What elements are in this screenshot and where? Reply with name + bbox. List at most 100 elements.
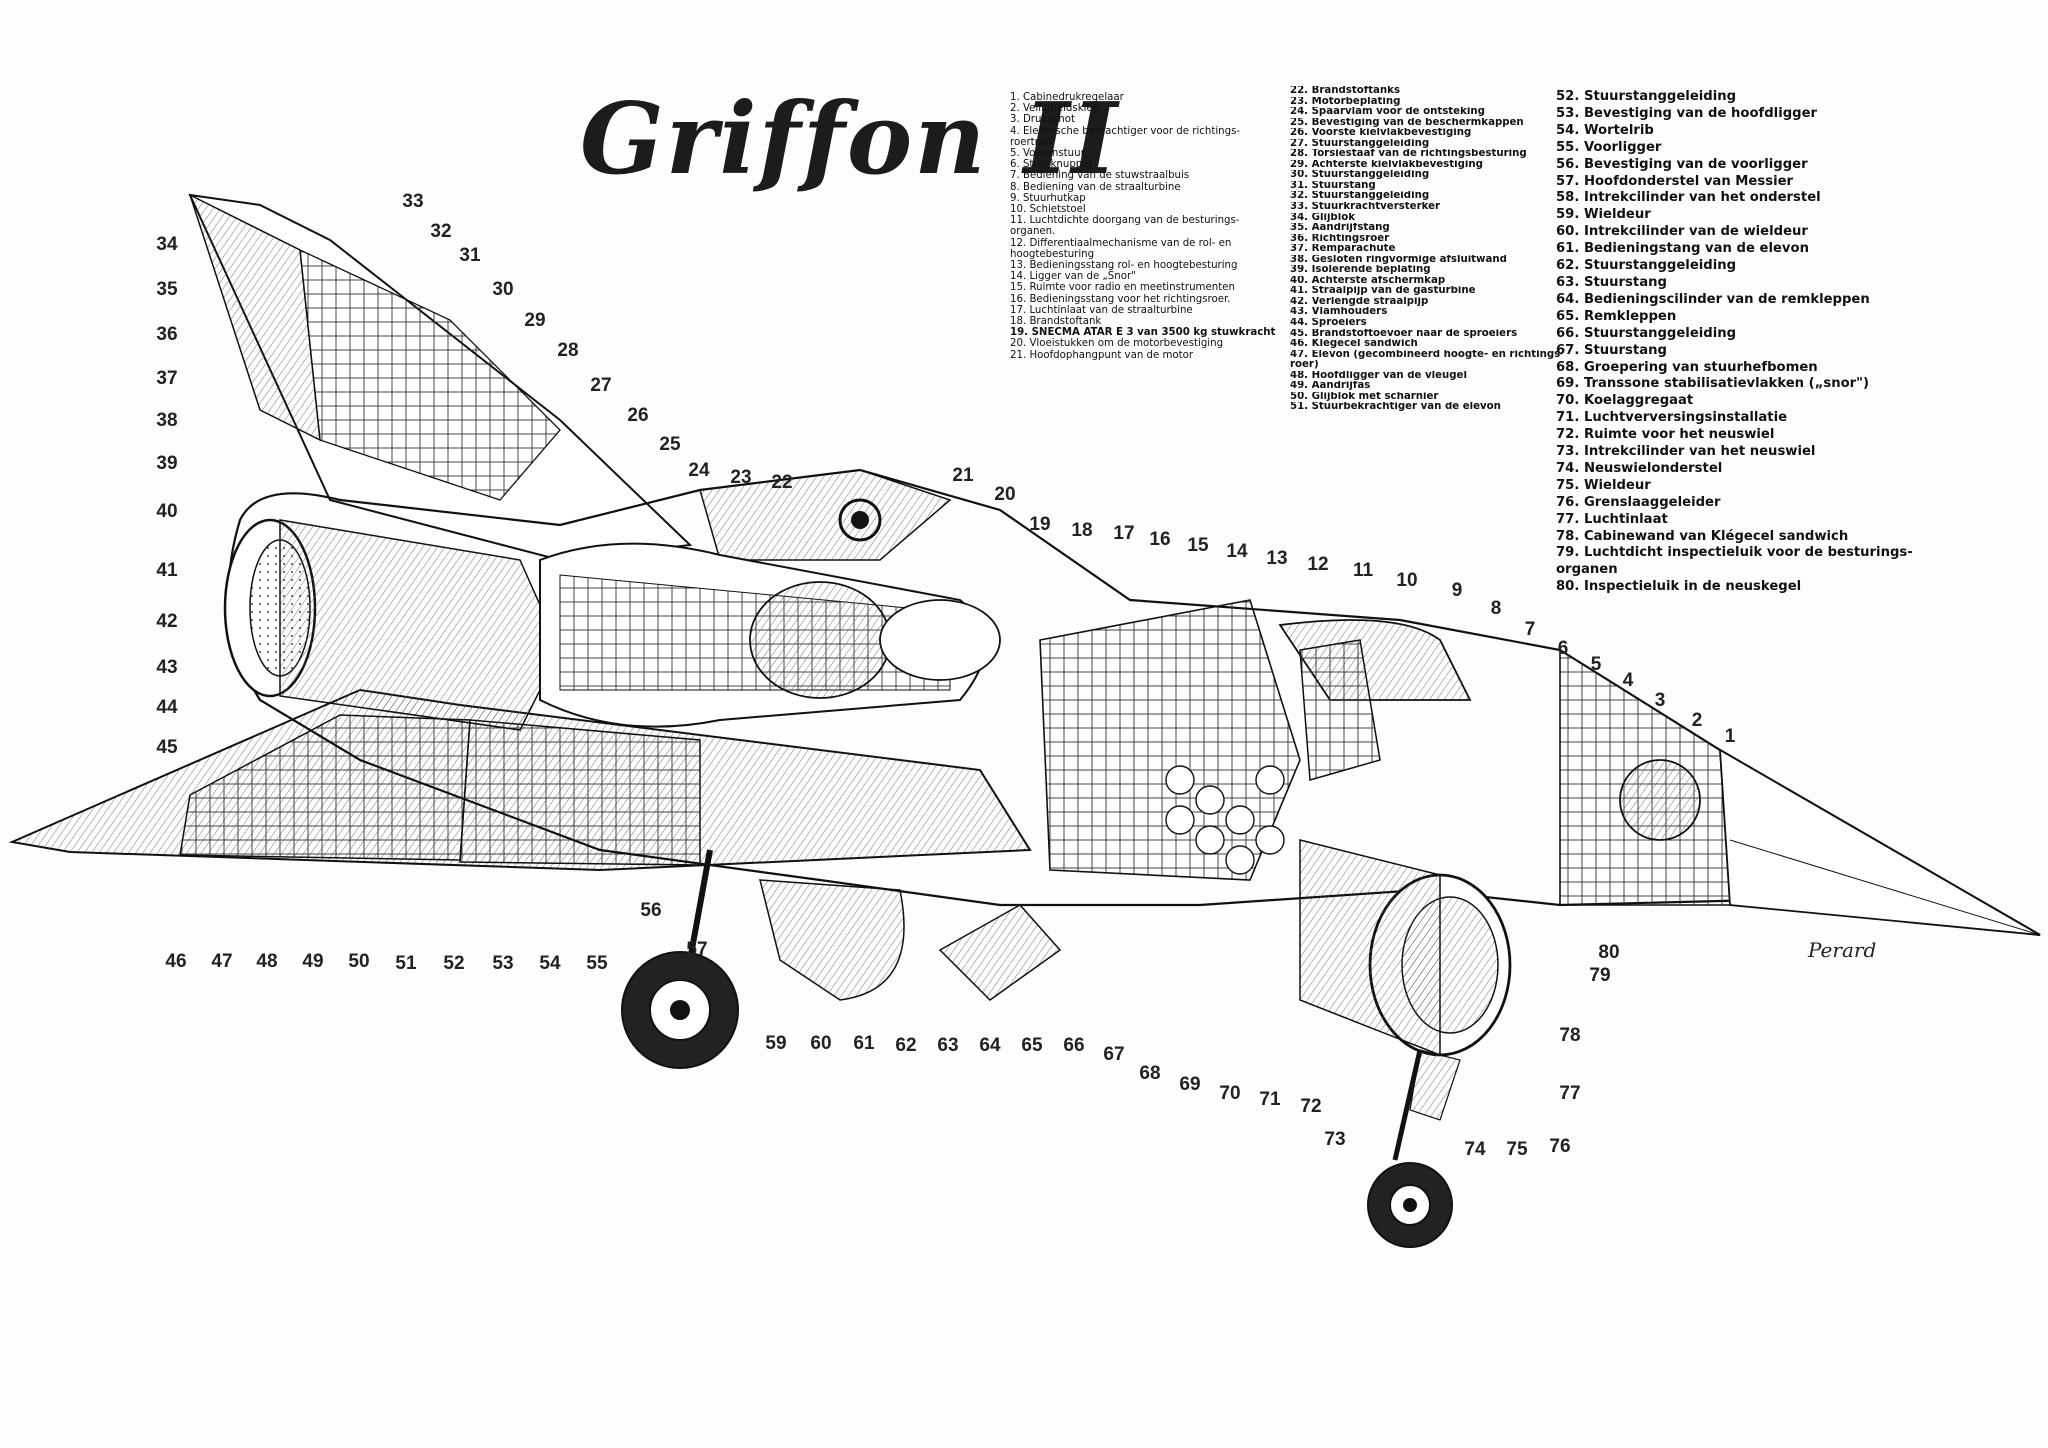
legend-item: 58. Intrekcilinder van het onderstel	[1556, 190, 1821, 206]
callout-number: 43	[156, 657, 177, 678]
callout-number: 56	[640, 900, 661, 921]
callout-number: 36	[156, 324, 177, 345]
ejection-seat	[1299, 639, 1381, 781]
legend-item: 50. Glijblok met scharnier	[1290, 391, 1439, 402]
callout-number: 78	[1559, 1025, 1580, 1046]
intake-duct	[1299, 839, 1441, 1057]
legend-item: 39. Isolerende beplating	[1290, 265, 1431, 276]
callout-number: 58	[711, 985, 732, 1006]
callout-number: 26	[627, 405, 648, 426]
callout-number: 80	[1598, 942, 1619, 963]
page-title: Griffon II	[580, 82, 1120, 197]
callout-number: 42	[156, 611, 177, 632]
legend-item: 48. Hoofdligger van de vleugel	[1290, 370, 1467, 381]
legend-item: 8. Bediening van de straalturbine	[1010, 181, 1181, 193]
legend-item: 69. Transsone stabilisatievlakken („snor…	[1556, 376, 1870, 392]
callout-number: 77	[1559, 1083, 1580, 1104]
wing-box	[459, 719, 701, 866]
legend-item: 67. Stuurstang	[1556, 342, 1667, 358]
callout-number: 17	[1113, 523, 1134, 544]
legend-item: 16. Bedieningsstang voor het richtingsro…	[1010, 293, 1231, 305]
callout-number: 20	[994, 484, 1015, 505]
callout-number: 67	[1103, 1044, 1124, 1065]
legend-item: 2. Veiligheidsklep	[1010, 103, 1100, 115]
callout-number: 53	[492, 953, 513, 974]
legend-item: 26. Voorste kielvlakbevestiging	[1290, 128, 1472, 139]
callout-number: 57	[686, 939, 707, 960]
legend-item: 21. Hoofdophangpunt van de motor	[1010, 349, 1194, 361]
legend-item: hoogtebesturing	[1010, 248, 1095, 260]
main-gear-door	[759, 879, 905, 1001]
nose-gear-door	[1409, 1049, 1461, 1121]
legend-item: 41. Straalpijp van de gasturbine	[1290, 286, 1476, 297]
legend-item: 20. Vloeistukken om de motorbevestiging	[1010, 338, 1224, 350]
callout-number: 31	[459, 245, 481, 266]
legend-item: 71. Luchtverversingsinstallatie	[1556, 410, 1788, 426]
legend-item: 11. Luchtdichte doorgang van de besturin…	[1010, 215, 1240, 227]
callout-number: 3	[1655, 690, 1666, 711]
callout-number: 8	[1491, 598, 1502, 619]
callout-number: 76	[1549, 1136, 1570, 1157]
callout-number: 4	[1623, 670, 1634, 691]
callout-number: 18	[1071, 520, 1092, 541]
callout-number: 39	[156, 453, 177, 474]
legend-item: 6. Stuurknuppel	[1010, 159, 1092, 171]
callout-number: 32	[430, 221, 451, 242]
nose-cone	[1718, 748, 2041, 936]
callout-number: 54	[539, 953, 561, 974]
callout-number: 29	[524, 310, 545, 331]
legend-item: 28. Torsiestaaf van de richtingsbesturin…	[1290, 149, 1527, 160]
callout-number: 5	[1591, 654, 1602, 675]
legend-item: 80. Inspectieluik in de neuskegel	[1556, 579, 1802, 595]
callout-number: 44	[156, 697, 178, 718]
legend-item: 66. Stuurstanggeleiding	[1556, 325, 1737, 341]
legend-item: 53. Bevestiging van de hoofdligger	[1556, 105, 1818, 121]
legend-item: 17. Luchtinlaat van de straalturbine	[1010, 304, 1193, 316]
callout-number: 59	[765, 1033, 786, 1054]
engine-compressor	[749, 581, 891, 699]
legend-item: 9. Stuurhutkap	[1010, 192, 1086, 204]
legend-item: 37. Remparachute	[1290, 244, 1396, 255]
legend-item: 63. Stuurstang	[1556, 274, 1667, 290]
legend-item: 27. Stuurstanggeleiding	[1290, 138, 1430, 149]
legend-item: 40. Achterste afschermkap	[1290, 275, 1446, 286]
callout-number: 74	[1464, 1139, 1486, 1160]
engine-inlet-cone	[879, 599, 1001, 681]
legend-item: 62. Stuurstanggeleiding	[1556, 258, 1737, 274]
legend-item: 57. Hoofdonderstel van Messier	[1556, 173, 1794, 189]
callout-number: 68	[1139, 1063, 1160, 1084]
legend-item: 78. Cabinewand van Klégecel sandwich	[1556, 528, 1849, 544]
legend-item: 19. SNECMA ATAR E 3 van 3500 kg stuwkrac…	[1010, 327, 1276, 339]
legend-item: 64. Bedieningscilinder van de remkleppen	[1556, 291, 1870, 307]
legend-item: 59. Wieldeur	[1556, 207, 1651, 223]
nose-bulkhead	[1619, 759, 1701, 841]
legend-item: 23. Motorbeplating	[1290, 96, 1401, 107]
callout-number: 73	[1324, 1129, 1345, 1150]
legend-item: 38. Gesloten ringvormige afsluitwand	[1290, 254, 1507, 265]
callout-number: 69	[1179, 1074, 1200, 1095]
legend-item: 61. Bedieningstang van de elevon	[1556, 241, 1809, 257]
legend-item: 54. Wortelrib	[1556, 122, 1654, 138]
legend-item: 79. Luchtdicht inspectieluik voor de bes…	[1556, 545, 1913, 561]
callout-number: 51	[395, 953, 417, 974]
legend-item: 25. Bevestiging van de beschermkappen	[1290, 117, 1524, 128]
nose-gear-leg	[1392, 1049, 1423, 1161]
wing-structure	[179, 714, 471, 861]
legend-item: 45. Brandstoftoevoer naar de sproeiers	[1290, 328, 1518, 339]
airbrake	[938, 904, 1062, 1001]
legend-item: 3. Drukschot	[1010, 114, 1075, 126]
callout-number: 62	[895, 1035, 916, 1056]
legend-item: 52. Stuurstanggeleiding	[1556, 89, 1737, 104]
callout-number: 52	[443, 953, 464, 974]
callout-number: 46	[165, 951, 186, 972]
legend-item: 29. Achterste kielvlakbevestiging	[1290, 159, 1483, 170]
callout-number: 23	[730, 467, 751, 488]
legend-item: 36. Richtingsroer	[1290, 233, 1390, 244]
legend-item: 34. Glijblok	[1290, 212, 1355, 223]
legend-item: 35. Aandrijfstang	[1290, 223, 1390, 234]
legend-item: 75. Wieldeur	[1556, 477, 1651, 493]
